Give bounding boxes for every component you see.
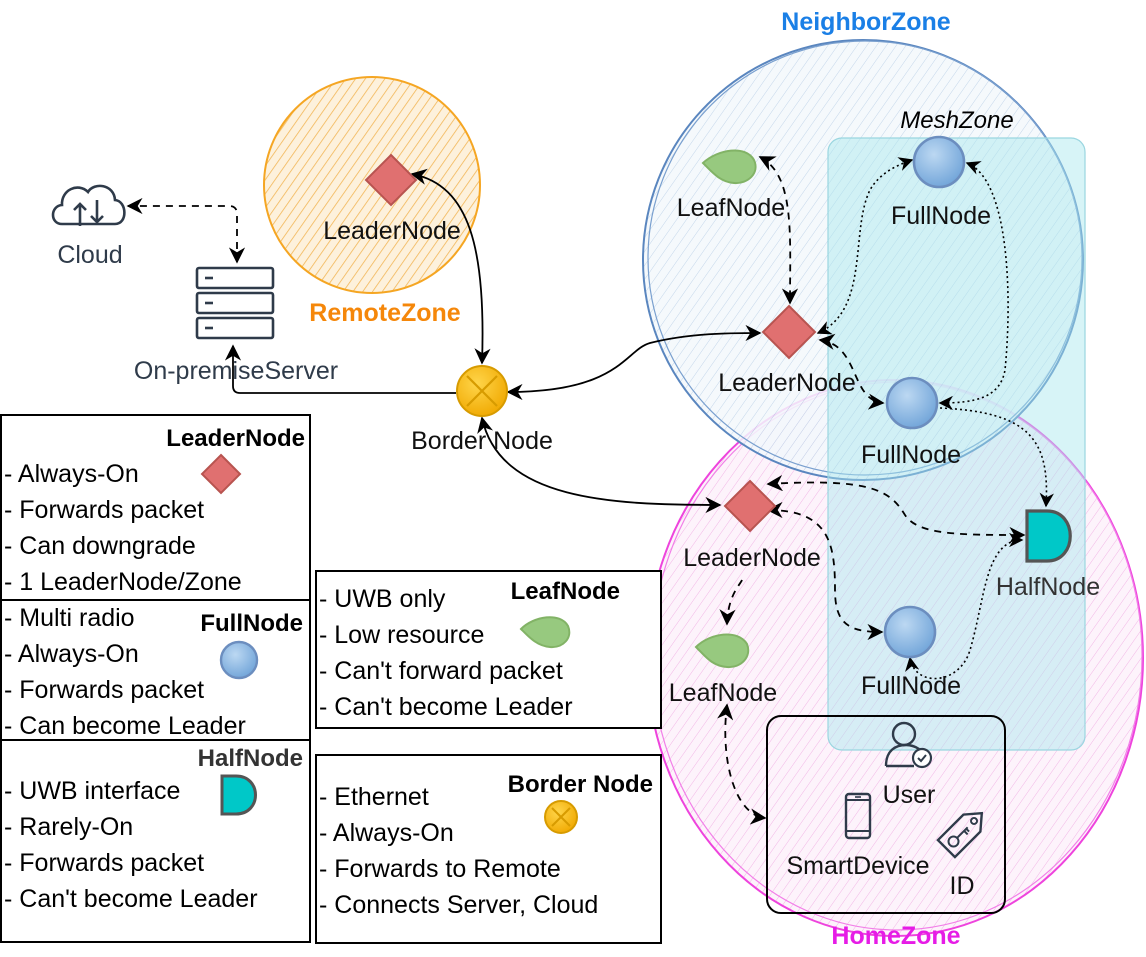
legend-half-line: - Rarely-On [4,813,133,841]
id-tag-icon [936,811,984,859]
user-label: User [883,781,936,809]
legend-leader-line: - Can downgrade [4,532,196,560]
legend-border: - Ethernet Border Node - Always-On - For… [315,754,662,944]
legend-leader-icon [200,453,242,495]
home-leaf-label: LeafNode [669,679,777,707]
edge-homeleader-homefull [766,501,884,641]
legend-full-line: - Multi radio [4,604,135,632]
id-label: ID [950,872,975,900]
home-leader-label: LeaderNode [683,544,821,572]
legend-leaf: - UWB only LeafNode - Low resource - Can… [315,570,662,729]
legend-leaf-title: LeafNode [511,578,620,605]
legend-leaf-line: - Can't forward packet [319,657,563,685]
home-devices-box [766,715,1006,914]
legend-left: LeaderNode - Always-On - Forwards packet… [0,414,311,943]
legend-full-icon [219,640,259,680]
edge-homeleader-leaf [719,579,743,626]
legend-border-line: - Forwards to Remote [319,855,561,883]
edge-leaf-devices [717,703,767,825]
legend-leader-line: - Always-On [4,460,139,488]
smartphone-icon [844,792,872,840]
mesh-zone-title: MeshZone [900,107,1013,134]
legend-leader-title: LeaderNode [166,425,305,452]
server-icon [195,266,275,340]
neighbor-zone-title: NeighborZone [781,8,951,36]
legend-half-title: HalfNode [198,745,303,772]
edge-homefull-half [905,532,1024,680]
neighbor-leader-node [761,304,817,360]
edge-homeleader-half [766,475,1026,544]
border-node [456,365,508,417]
legend-full-line: - Can become Leader [4,712,246,740]
smart-device-label: SmartDevice [786,852,929,880]
remote-leader-label: LeaderNode [323,217,461,245]
legend-border-line: - Ethernet [319,783,429,811]
edge-border-server [224,344,456,394]
legend-full-line: - Forwards packet [4,676,204,704]
cloud-label: Cloud [57,241,122,269]
half-node [1025,509,1072,563]
home-leader-node [723,479,777,533]
legend-leader-line: - 1 LeaderNode/Zone [4,568,242,596]
legend-full-title: FullNode [200,610,303,637]
legend-leaf-line: - UWB only [319,585,446,613]
edge-leaf-leader-neighbor [758,156,799,305]
edge-leader-fullmid [818,333,885,410]
neighbor-leaf-label: LeafNode [677,194,785,222]
legend-border-title: Border Node [508,771,653,798]
border-label: Border Node [411,427,553,455]
mesh-fullnode-mid-label: FullNode [861,441,961,469]
legend-leaf-line: - Low resource [319,621,484,649]
legend-border-line: - Connects Server, Cloud [319,891,598,919]
legend-half-line: - Can't become Leader [4,885,258,913]
neighbor-leader-label: LeaderNode [718,369,856,397]
mesh-fullnode-mid [885,376,939,430]
mesh-fullnode-top [912,135,966,189]
edge-fulltop-fullmid [938,161,1009,411]
legend-leader-line: - Forwards packet [4,496,204,524]
edge-border-home [477,416,722,514]
legend-half-line: - Forwards packet [4,849,204,877]
home-leaf-node [694,633,750,669]
neighbor-leaf-node [701,149,757,185]
half-node-label: HalfNode [996,573,1100,601]
remote-zone-title: RemoteZone [309,299,461,327]
edge-remote-border [410,168,491,365]
legend-half-icon [220,774,257,816]
legend-leaf-icon [519,616,571,649]
legend-leaf-line: - Can't become Leader [319,693,573,721]
edge-cloud-server [126,197,246,264]
legend-border-icon [544,800,578,834]
server-label: On-premiseServer [134,357,338,385]
user-icon [884,721,933,769]
edges [126,156,1054,825]
home-fullnode [883,605,937,659]
home-fullnode-label: FullNode [861,672,961,700]
home-zone-title: HomeZone [831,922,960,950]
legend-border-line: - Always-On [319,819,454,847]
mesh-fullnode-top-label: FullNode [891,202,991,230]
edge-border-neighbor [506,324,762,401]
legend-full-line: - Always-On [4,640,139,668]
edge-leader-fulltop [816,157,914,335]
legend-half-line: - UWB interface [4,777,180,805]
cloud-icon [51,184,126,226]
remote-leader-node [364,153,418,207]
